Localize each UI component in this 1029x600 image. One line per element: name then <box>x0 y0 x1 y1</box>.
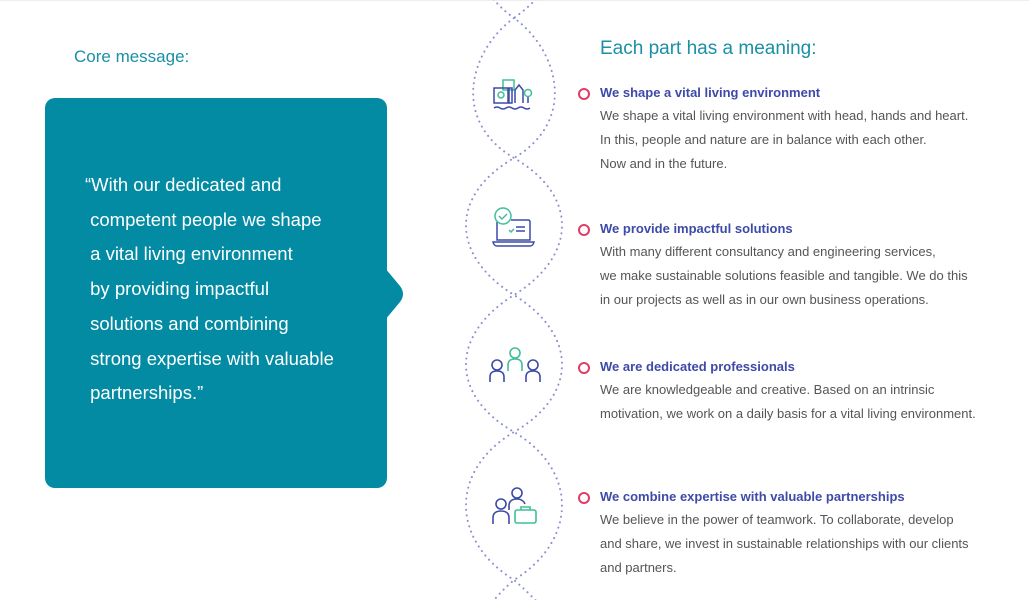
bullet-ring-icon <box>578 492 590 504</box>
item-title: We combine expertise with valuable partn… <box>600 489 905 504</box>
city-nature-icon <box>493 79 533 110</box>
bullet-ring-icon <box>578 224 590 236</box>
meaning-item: We combine expertise with valuable partn… <box>600 489 969 580</box>
people-briefcase-icon <box>492 487 537 524</box>
item-text: We believe in the power of teamwork. To … <box>600 512 954 527</box>
divider <box>0 0 1029 1</box>
people-group-icon <box>489 347 541 382</box>
meaning-item: We shape a vital living environment We s… <box>600 85 968 176</box>
item-text: With many different consultancy and engi… <box>600 244 936 259</box>
meaning-item: We are dedicated professionals We are kn… <box>600 359 976 426</box>
item-text: and share, we invest in sustainable rela… <box>600 536 969 551</box>
item-text: We are knowledgeable and creative. Based… <box>600 382 935 397</box>
meaning-item: We provide impactful solutions With many… <box>600 221 968 312</box>
item-text: We shape a vital living environment with… <box>600 108 969 123</box>
core-message-quote: “With our dedicated and competent people… <box>85 174 334 404</box>
meanings-heading: Each part has a meaning: <box>600 38 817 59</box>
quote-box <box>45 98 387 488</box>
item-title: We shape a vital living environment <box>600 85 821 100</box>
item-title: We are dedicated professionals <box>600 359 795 374</box>
item-text: Now and in the future. <box>600 156 728 171</box>
laptop-check-icon <box>492 207 535 247</box>
core-message-label: Core message: <box>74 47 190 66</box>
item-text: we make sustainable solutions feasible a… <box>600 268 968 283</box>
quote-box-pointer <box>380 262 403 326</box>
bullet-ring-icon <box>578 362 590 374</box>
bullet-ring-icon <box>578 88 590 100</box>
item-text: motivation, we work on a daily basis for… <box>600 406 976 421</box>
item-text: in our projects as well as in our own bu… <box>600 292 929 307</box>
item-text: In this, people and nature are in balanc… <box>600 132 927 147</box>
item-title: We provide impactful solutions <box>600 221 793 236</box>
item-text: and partners. <box>600 560 677 575</box>
